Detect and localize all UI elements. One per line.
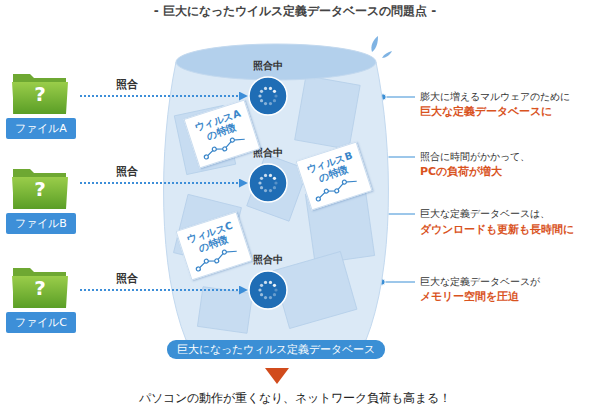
match-status: 照合中 [253, 59, 283, 73]
spinner-dot [258, 94, 261, 97]
spinner-dot [260, 90, 263, 93]
spinner-dot [264, 174, 267, 177]
jar-body [164, 62, 389, 353]
callout-text: 巨大な定義データベースは、 [420, 207, 550, 221]
spinner-dot [264, 189, 267, 192]
match-arrow [80, 182, 247, 184]
paper-pile [174, 76, 375, 333]
spinner-dot [260, 99, 263, 102]
chart-line [196, 248, 238, 269]
database-band: 巨大になったウィルス定義データベース [167, 340, 385, 359]
spinner-dot [258, 181, 261, 184]
leader-line [382, 282, 415, 283]
match-circle: 照合中 [248, 76, 288, 116]
edge-label: 照合 [114, 271, 140, 286]
file-folder: ? ファイルB [6, 163, 76, 234]
drop [382, 51, 392, 58]
spinner-dot [269, 174, 272, 177]
match-circle [248, 270, 288, 310]
circle-disc [249, 77, 287, 115]
spinner-dot [269, 87, 272, 90]
unknown-mark: ? [12, 68, 68, 114]
circle-disc [249, 271, 287, 309]
unknown-mark: ? [12, 262, 68, 308]
match-status: 照合中 [253, 253, 283, 267]
spinner-dot [273, 284, 276, 287]
callout-text: 膨大に増えるマルウェアのために [420, 90, 570, 104]
callout-text: PCの負荷が増大 [420, 164, 502, 179]
leader-line [383, 97, 415, 98]
spinner-dot [273, 293, 276, 296]
database-jar: 巨大になったウィルス定義データベース照合中照合中照合中ウィルスA の特徴ウィルス… [160, 40, 392, 362]
callout-text: 照合に時間がかかって、 [420, 150, 530, 164]
match-circle [248, 163, 288, 203]
spinner-dot [264, 87, 267, 90]
spinner-dot [274, 94, 277, 97]
chart-line [316, 178, 358, 199]
jar-top [176, 44, 376, 80]
spinner-dot [274, 181, 277, 184]
spinner-dot [264, 281, 267, 284]
file-label: ファイルA [6, 118, 76, 139]
spinner-dot [260, 293, 263, 296]
edge-label: 照合 [114, 77, 140, 92]
match-arrow [80, 289, 247, 291]
chart-line [204, 136, 246, 157]
unknown-mark: ? [12, 163, 68, 209]
callout-text: メモリー空間を圧迫 [420, 289, 519, 304]
callout-text: 巨大な定義データベースが [420, 275, 540, 289]
callout-text: ダウンロードも更新も長時間に [420, 222, 574, 237]
spinner-dot [260, 186, 263, 189]
file-folder: ? ファイルA [6, 68, 76, 139]
spinner-dot [273, 90, 276, 93]
paper [197, 287, 252, 334]
circle-disc [249, 164, 287, 202]
spinner-dot [258, 288, 261, 291]
callout-text: 巨大な定義データベースに [420, 104, 552, 119]
file-folder: ? ファイルC [6, 262, 76, 333]
spinner-dot [273, 186, 276, 189]
spinner-dot [269, 189, 272, 192]
file-label: ファイルC [6, 312, 76, 333]
match-circle [248, 76, 288, 116]
spinner-dot [264, 102, 267, 105]
spinner-dot [260, 284, 263, 287]
drop [371, 36, 378, 52]
leader-line [385, 157, 415, 158]
spinner-dot [269, 102, 272, 105]
match-circle: 照合中 [248, 163, 288, 203]
spinner-dot [273, 177, 276, 180]
leader-line [385, 214, 415, 215]
spinner-dot [264, 296, 267, 299]
spinner-dot [269, 281, 272, 284]
spinner-dot [260, 177, 263, 180]
spinner-dot [273, 99, 276, 102]
file-label: ファイルB [6, 213, 76, 234]
down-triangle [265, 368, 289, 384]
paper [295, 76, 360, 150]
match-circle: 照合中 [248, 270, 288, 310]
splash-drops [371, 36, 392, 58]
conclusion-text: パソコンの動作が重くなり、ネットワーク負荷も高まる！ [0, 390, 590, 407]
spinner-dot [274, 288, 277, 291]
diagram-title: - 巨大になったウイルス定義データベースの問題点 - [0, 3, 590, 20]
match-arrow [80, 95, 247, 97]
spinner-dot [269, 296, 272, 299]
edge-label: 照合 [114, 164, 140, 179]
